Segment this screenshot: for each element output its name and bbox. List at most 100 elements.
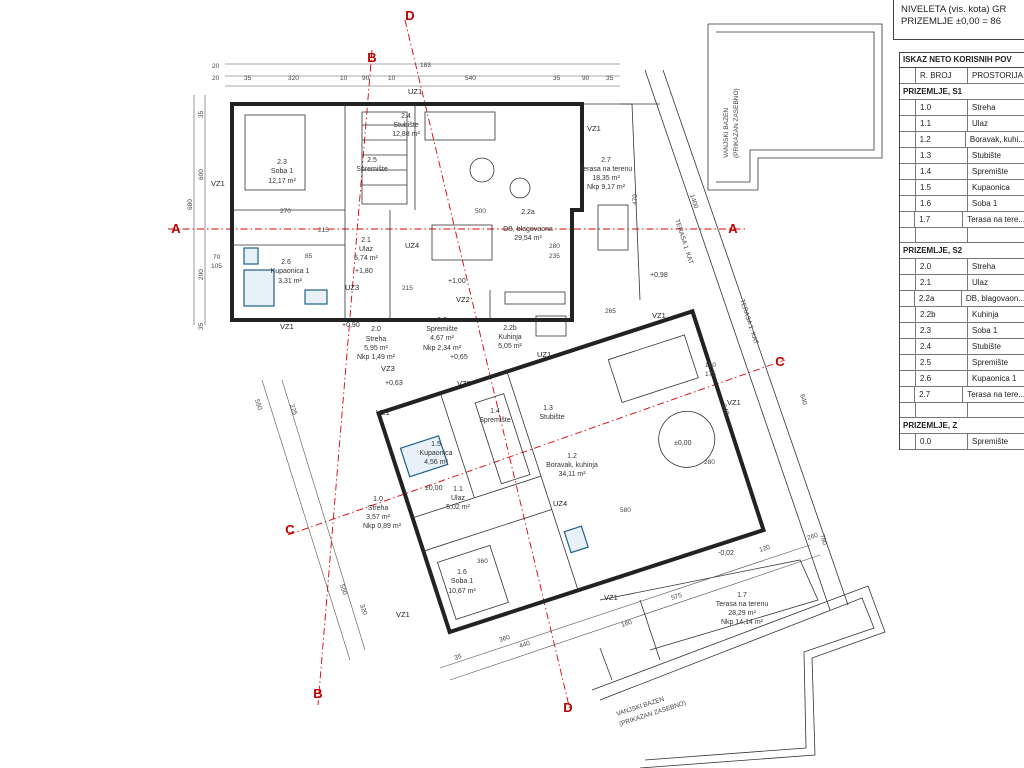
dim-left-200: 200	[198, 269, 205, 280]
building-s1	[376, 308, 767, 635]
level-1-80: +1,80	[355, 268, 373, 275]
room-1-5-area: 4,56 m²	[424, 459, 448, 466]
terrace-s1	[599, 559, 819, 681]
room-2-4-area: 12,88 m²	[392, 131, 420, 138]
tag-vz1-a: VZ1	[587, 124, 601, 133]
room-2-6-no: 2.6	[281, 259, 291, 266]
pool-top-label-2: (PRIKAZAN ZASEBNO)	[733, 88, 740, 158]
dim-top-35b: 35	[553, 75, 561, 82]
room-2-7-nkp: Nkp 9,17 m²	[587, 184, 626, 191]
room-1-7-name: Terasa na terenu	[716, 601, 769, 608]
dim-bottom-120: 120	[758, 544, 771, 554]
dim-top-90b: 90	[582, 75, 590, 82]
tag-vz2-b: VZ2	[457, 379, 471, 388]
dim-r-780: 780	[818, 533, 828, 546]
room-1-3-no: 1.3	[543, 405, 553, 412]
room-2-4-no: 2.4	[401, 113, 411, 120]
room-1-1-name: Ulaz	[451, 495, 466, 502]
building-s2	[230, 102, 584, 337]
room-2-5-no: 2.5	[367, 157, 377, 164]
tag-vz1-e: VZ1	[376, 408, 390, 417]
level-0-65: +0,65	[450, 354, 468, 361]
room-2-6-area: 3,31 m²	[278, 278, 302, 285]
room-1-7-area: 28,29 m²	[728, 610, 756, 617]
dim-235: 235	[549, 253, 560, 260]
room-1-0-area: 3,57 m²	[366, 514, 390, 521]
room-2-3-area: 12,17 m²	[268, 178, 296, 185]
level-info-line-2: PRIZEMLJE ±0,00 = 86	[901, 16, 1001, 27]
stairs-s1	[474, 393, 531, 485]
room-1-5-name: Kupaonica	[419, 450, 452, 457]
room-1-1-no: 1.1	[453, 486, 463, 493]
room-1-2-no: 1.2	[567, 453, 577, 460]
room-labels-s1: 1.4 Spremište 1.3 Stubište 1.5 Kupaonica…	[363, 405, 768, 626]
dim-500: 500	[475, 208, 486, 215]
dim-top-90: 90	[362, 75, 370, 82]
dim-top-10a: 10	[340, 75, 348, 82]
dim-105: 105	[211, 263, 222, 270]
room-0-0-nkp: Nkp 2,34 m²	[423, 345, 462, 352]
room-2-3-no: 2.3	[277, 159, 287, 166]
dim-bottom-35: 35	[453, 653, 462, 662]
room-2-1-name: Ulaz	[359, 246, 374, 253]
level-minus-0-02: -0,02	[718, 550, 734, 557]
room-1-0-nkp: Nkp 0,89 m²	[363, 523, 402, 530]
section-c-left: C	[285, 522, 295, 537]
section-b-bottom: B	[313, 686, 322, 701]
dim-top-320: 320	[288, 75, 299, 82]
dim-top-20b: 20	[212, 75, 220, 82]
bed-s1	[437, 544, 509, 620]
section-a-right: A	[728, 221, 738, 236]
room-0-0-name: Spremište	[426, 326, 458, 333]
dim-top-35a: 35	[244, 75, 252, 82]
table-s2	[431, 224, 493, 261]
room-2-7-name: Terasa na terenu	[580, 166, 633, 173]
section-a-left: A	[171, 221, 181, 236]
room-2-2a-name: DB, blagovaona	[503, 226, 553, 233]
room-1-6-no: 1.6	[457, 569, 467, 576]
area-table-columns: R. BROJ PROSTORIJA	[900, 68, 1024, 84]
dim-ll-320: 320	[358, 603, 368, 616]
bottom-dimensions: 440 360 35 160 575 120 260	[439, 532, 821, 681]
room-2-4-name: Stubište	[393, 122, 418, 129]
level-0-98: +0,98	[650, 272, 668, 279]
inner-dimensions: 270 500 215 215 85 70 105 280 235 265 16…	[211, 194, 716, 565]
pool-top-label-1: VANJSKI BAZEN	[723, 108, 730, 158]
terrace-floor1: TERASA 1. KAT TERASA 1. KAT 1400	[644, 69, 849, 611]
room-1-7-nkp: Nkp 14,14 m²	[721, 619, 764, 626]
room-2-0-no: 2.0	[371, 326, 381, 333]
section-b-top: B	[367, 50, 376, 65]
left-lower-dimensions: 550 225 550 320 640 640 780	[253, 379, 828, 661]
room-1-3-name: Stubište	[539, 414, 564, 421]
opening-tags: UZ1 VZ1 VZ1 UZ4 UZ3 VZ1 VZ2 VZ1 UZ1 VZ3 …	[211, 87, 741, 619]
sofa-s1	[607, 334, 699, 403]
dim-bottom-575: 575	[670, 592, 683, 602]
sofa-s2	[424, 111, 496, 141]
dim-160: 160	[705, 362, 716, 369]
room-2-2a-no: 2.2a	[521, 209, 535, 216]
shower-s2	[243, 269, 275, 307]
col-rbroj: R. BROJ	[916, 68, 968, 83]
room-2-2b-no: 2.2b	[503, 325, 517, 332]
room-2-1-no: 2.1	[361, 237, 371, 244]
area-table: ISKAZ NETO KORISNIH POV R. BROJ PROSTORI…	[899, 52, 1024, 450]
tag-uz1-b: UZ1	[537, 350, 551, 359]
room-2-2b-area: 5,05 m²	[498, 343, 522, 350]
dim-360: 360	[477, 558, 488, 565]
room-1-4-name: Spremište	[479, 417, 511, 424]
tag-vz1-c: VZ1	[280, 322, 294, 331]
level-1-00: +1,00	[448, 278, 466, 285]
room-1-4-no: 1.4	[490, 408, 500, 415]
room-2-1-area: 5,74 m²	[354, 255, 378, 262]
